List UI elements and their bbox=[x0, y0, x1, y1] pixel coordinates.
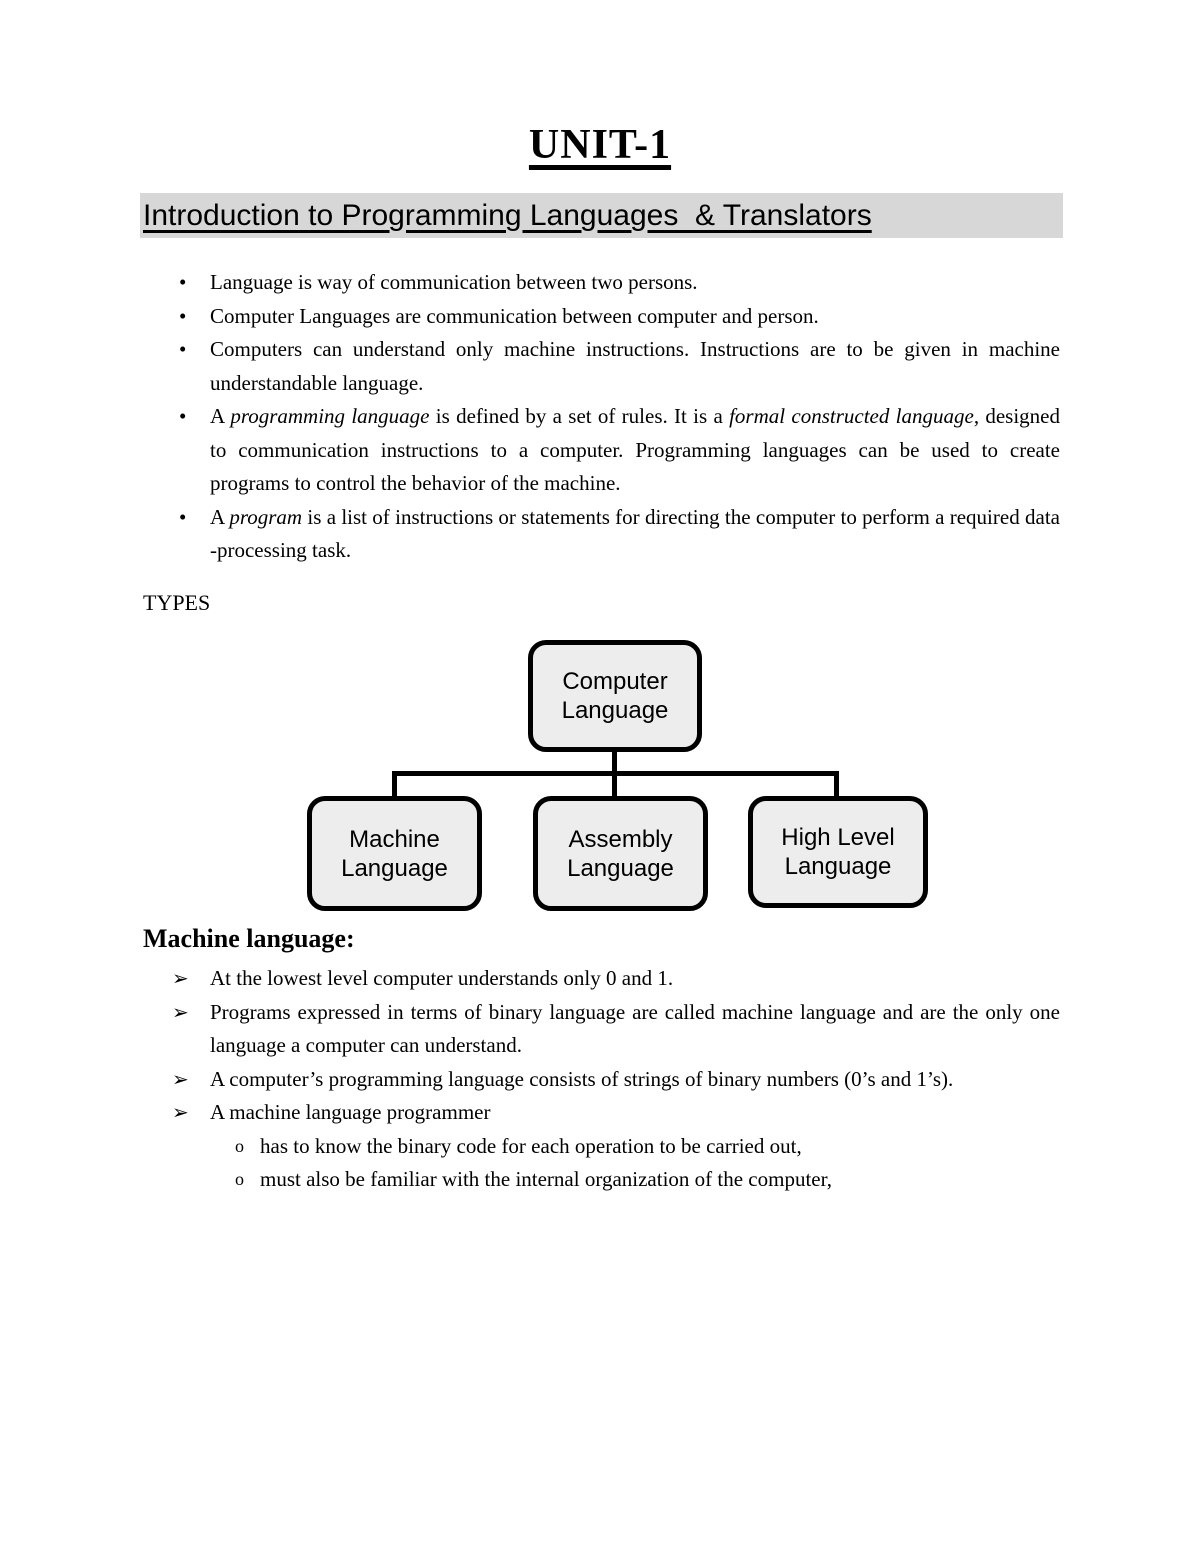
list-item-text: A machine language programmer bbox=[210, 1100, 491, 1124]
diagram-node-high-level-language: High Level Language bbox=[748, 796, 928, 908]
machine-bullet-list: ➢ At the lowest level computer understand… bbox=[143, 962, 1060, 1130]
disc-bullet-icon: • bbox=[179, 337, 187, 361]
section-heading-text: Introduction to Programming Languages & … bbox=[143, 199, 872, 232]
disc-bullet-icon: • bbox=[179, 303, 187, 328]
disc-bullet-icon: • bbox=[179, 504, 187, 529]
list-item-text: At the lowest level computer understands… bbox=[210, 966, 674, 990]
list-item: ➢ At the lowest level computer understand… bbox=[143, 962, 1060, 996]
machine-sub-bullet-list: o has to know the binary code for each op… bbox=[143, 1130, 1060, 1197]
language-types-diagram: Computer Language Machine Language Assem… bbox=[0, 640, 1200, 920]
disc-bullet-icon: • bbox=[179, 404, 187, 428]
connector-line bbox=[392, 771, 397, 796]
machine-language-section: ➢ At the lowest level computer understand… bbox=[143, 962, 1060, 1197]
list-item: ➢ A computer’s programming language consi… bbox=[143, 1063, 1060, 1097]
connector-line bbox=[834, 771, 839, 796]
types-label: TYPES bbox=[143, 590, 211, 615]
diagram-node-computer-language: Computer Language bbox=[528, 640, 702, 752]
list-item-text: has to know the binary code for each ope… bbox=[260, 1133, 802, 1158]
list-item: • A program is a list of instructions or … bbox=[143, 501, 1060, 568]
list-item: o must also be familiar with the internal… bbox=[143, 1163, 1060, 1197]
section-heading-bar: Introduction to Programming Languages & … bbox=[140, 193, 1063, 238]
arrow-bullet-icon: ➢ bbox=[172, 966, 189, 990]
list-item: ➢ A machine language programmer bbox=[143, 1096, 1060, 1130]
unit-title-text: UNIT-1 bbox=[528, 122, 672, 168]
list-item: • Language is way of communication betwee… bbox=[143, 266, 1060, 300]
list-item: o has to know the binary code for each op… bbox=[143, 1130, 1060, 1164]
circle-bullet-icon: o bbox=[235, 1169, 244, 1189]
list-item: • Computer Languages are communication be… bbox=[143, 300, 1060, 334]
list-item-text: Computers can understand only machine in… bbox=[210, 337, 1060, 395]
diagram-node-assembly-language: Assembly Language bbox=[533, 796, 708, 911]
list-item-text: Computer Languages are communication bet… bbox=[210, 303, 819, 328]
machine-language-heading: Machine language: bbox=[143, 924, 355, 953]
list-item-text: must also be familiar with the internal … bbox=[260, 1167, 833, 1191]
connector-line bbox=[392, 771, 839, 776]
list-item-text: Language is way of communication between… bbox=[210, 270, 698, 294]
list-item-text: A programming language is defined by a s… bbox=[210, 404, 1061, 495]
list-item-text: Programs expressed in terms of binary la… bbox=[210, 999, 1060, 1058]
list-item-text: A computer’s programming language consis… bbox=[210, 1066, 954, 1091]
list-item-text: A program is a list of instructions or s… bbox=[210, 504, 1060, 563]
list-item: • Computers can understand only machine i… bbox=[143, 333, 1060, 400]
arrow-bullet-icon: ➢ bbox=[172, 1066, 189, 1091]
list-item: ➢ Programs expressed in terms of binary l… bbox=[143, 996, 1060, 1063]
arrow-bullet-icon: ➢ bbox=[172, 1100, 189, 1124]
disc-bullet-icon: • bbox=[179, 270, 187, 294]
diagram-node-machine-language: Machine Language bbox=[307, 796, 482, 911]
intro-bullet-list: • Language is way of communication betwee… bbox=[143, 266, 1060, 568]
unit-title: UNIT-1 bbox=[0, 121, 1200, 169]
list-item: • A programming language is defined by a … bbox=[143, 400, 1060, 501]
circle-bullet-icon: o bbox=[235, 1135, 244, 1156]
arrow-bullet-icon: ➢ bbox=[172, 999, 189, 1024]
